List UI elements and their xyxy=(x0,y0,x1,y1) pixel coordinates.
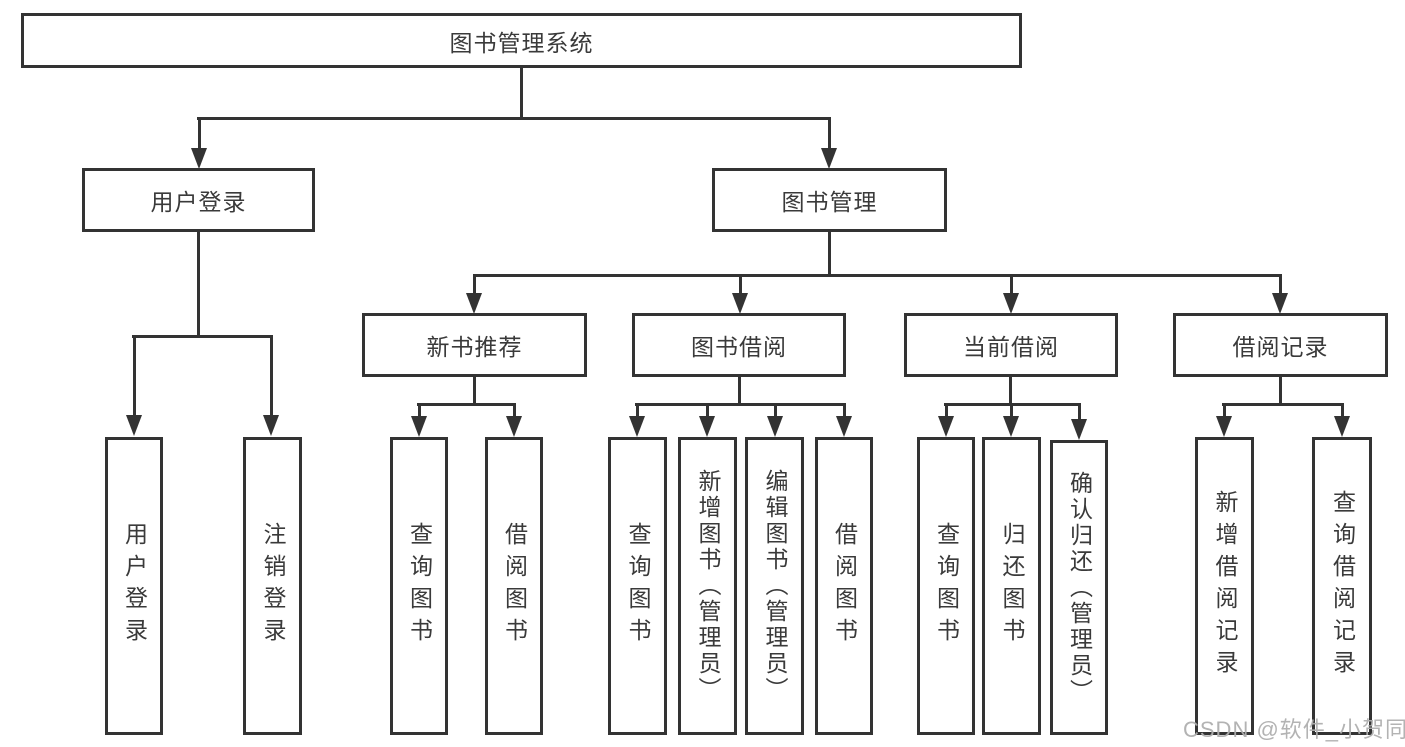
connector-borrow-record-drop xyxy=(1279,377,1282,405)
arrowhead-icon xyxy=(1071,419,1087,440)
csdn-watermark: CSDN @软件_小贺同学 xyxy=(1183,717,1405,742)
node-current-borrow: 当前借阅 xyxy=(904,313,1118,377)
leaf-current-query-books: 查询图书 xyxy=(917,437,975,735)
arrowhead-icon xyxy=(938,416,954,437)
connector-record-leaves-rail xyxy=(1222,403,1344,406)
connector-level3-rail xyxy=(473,274,1282,277)
arrowhead-icon xyxy=(263,415,279,436)
arrowhead-icon xyxy=(1003,416,1019,437)
arrow-to-book-borrow xyxy=(732,276,748,314)
arrow-to-record-query xyxy=(1334,405,1350,437)
arrow-to-current-borrow xyxy=(1003,276,1019,314)
connector-book-borrow-drop xyxy=(738,377,741,405)
connector-newbook-leaves-rail xyxy=(417,403,516,406)
leaf-logout: 注销登录 xyxy=(243,437,302,735)
connector-user-leaves-rail xyxy=(132,335,273,338)
arrow-to-borrow-borrow xyxy=(836,405,852,437)
arrowhead-icon xyxy=(506,416,522,437)
arrowhead-icon xyxy=(732,293,748,314)
arrow-to-borrow-query xyxy=(629,405,645,437)
connector-book-mgmt-drop xyxy=(828,232,831,276)
connector-current-borrow-drop xyxy=(1009,377,1012,405)
arrowhead-icon xyxy=(191,148,207,169)
arrowhead-icon xyxy=(411,416,427,437)
leaf-newbook-query-books: 查询图书 xyxy=(390,437,448,735)
arrowhead-icon xyxy=(629,416,645,437)
arrowhead-icon xyxy=(1003,293,1019,314)
leaf-borrow-query-books: 查询图书 xyxy=(608,437,667,735)
node-borrow-record: 借阅记录 xyxy=(1173,313,1388,377)
arrow-to-book-management xyxy=(821,118,837,169)
leaf-current-confirm-return-admin: 确认归还（管理员） xyxy=(1050,440,1108,735)
arrowhead-icon xyxy=(466,293,482,314)
leaf-record-add: 新增借阅记录 xyxy=(1195,437,1254,735)
connector-level2-rail xyxy=(197,117,831,120)
arrow-to-record-add xyxy=(1216,405,1232,437)
arrowhead-icon xyxy=(1334,416,1350,437)
arrow-to-newbook-borrow xyxy=(506,405,522,437)
arrowhead-icon xyxy=(699,416,715,437)
leaf-record-query: 查询借阅记录 xyxy=(1312,437,1372,735)
arrowhead-icon xyxy=(767,416,783,437)
arrow-to-borrow-edit xyxy=(767,405,783,437)
arrow-to-current-return xyxy=(1003,405,1019,437)
node-new-book-recommend: 新书推荐 xyxy=(362,313,587,377)
arrowhead-icon xyxy=(1272,293,1288,314)
arrowhead-icon xyxy=(126,415,142,436)
connector-current-leaves-rail xyxy=(944,403,1081,406)
arrow-to-new-book xyxy=(466,276,482,314)
arrow-to-borrow-record xyxy=(1272,276,1288,314)
leaf-current-return-books: 归还图书 xyxy=(982,437,1041,735)
arrow-to-user-login xyxy=(191,118,207,169)
arrow-to-borrow-add xyxy=(699,405,715,437)
arrow-to-leaf-logout xyxy=(263,337,279,436)
node-user-login: 用户登录 xyxy=(82,168,315,232)
leaf-borrow-edit-books-admin: 编辑图书（管理员） xyxy=(745,437,804,735)
leaf-user-login: 用户登录 xyxy=(105,437,163,735)
arrow-to-newbook-query xyxy=(411,405,427,437)
node-book-borrow: 图书借阅 xyxy=(632,313,846,377)
connector-new-book-drop xyxy=(473,377,476,405)
node-root: 图书管理系统 xyxy=(21,13,1022,68)
arrow-to-current-query xyxy=(938,405,954,437)
arrowhead-icon xyxy=(1216,416,1232,437)
connector-borrow-leaves-rail xyxy=(635,403,846,406)
connector-user-login-drop xyxy=(197,232,200,338)
arrow-to-leaf-user-login xyxy=(126,337,142,436)
leaf-borrow-add-books-admin: 新增图书（管理员） xyxy=(678,437,737,735)
connector-root-drop xyxy=(520,68,523,119)
arrow-to-current-confirm xyxy=(1071,405,1087,440)
leaf-newbook-borrow-books: 借阅图书 xyxy=(485,437,543,735)
node-book-management: 图书管理 xyxy=(712,168,947,232)
arrowhead-icon xyxy=(821,148,837,169)
leaf-borrow-borrow-books: 借阅图书 xyxy=(815,437,873,735)
arrowhead-icon xyxy=(836,416,852,437)
